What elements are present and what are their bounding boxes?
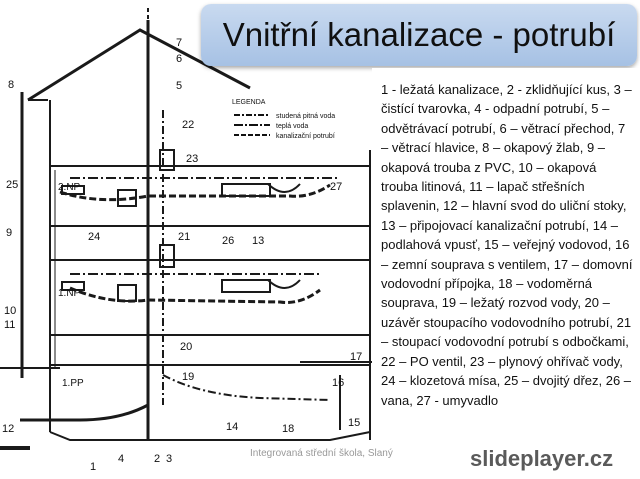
label-20: 20 <box>180 341 192 353</box>
footer-school: Integrovaná střední škola, Slaný <box>250 448 393 459</box>
label-25: 25 <box>6 179 18 191</box>
label-24: 24 <box>88 231 100 243</box>
water-main <box>162 374 331 401</box>
label-16: 16 <box>332 377 344 389</box>
bathtub-middle <box>221 279 271 293</box>
label-23: 23 <box>186 153 198 165</box>
legend-heading: LEGENDA <box>232 99 266 106</box>
label-4: 4 <box>118 453 124 465</box>
diagram-labels: 7 6 5 8 22 23 25 2.NP 27 24 21 26 13 9 1… <box>2 37 362 473</box>
label-2: 2 <box>154 453 160 465</box>
washbasin-upper <box>267 183 301 193</box>
toilet-upper <box>117 189 137 207</box>
toilet-middle <box>117 284 137 302</box>
label-3: 3 <box>166 453 172 465</box>
label-1: 1 <box>90 461 96 473</box>
description-text: 1 - ležatá kanalizace, 2 - zklidňující k… <box>381 82 633 408</box>
washbasin-middle <box>267 279 301 289</box>
label-27: 27 <box>330 181 342 193</box>
label-floor-1pp: 1.PP <box>62 378 84 389</box>
label-5: 5 <box>176 80 182 92</box>
roof-outline <box>27 28 251 102</box>
foundation <box>49 431 371 441</box>
legend-item: studená pitná voda <box>276 113 335 120</box>
legend: LEGENDA studená pitná voda teplá voda ka… <box>232 99 335 140</box>
description-panel: 1 - ležatá kanalizace, 2 - zklidňující k… <box>372 68 640 440</box>
label-26: 26 <box>222 235 234 247</box>
label-8: 8 <box>8 79 14 91</box>
drain-upper <box>59 183 331 202</box>
label-11: 11 <box>4 319 15 331</box>
main-drain <box>20 403 149 422</box>
label-12: 12 <box>2 423 14 435</box>
slide-title: Vnitřní kanalizace - potrubí <box>222 16 616 53</box>
title-banner: Vnitřní kanalizace - potrubí <box>201 4 637 66</box>
sink-middle <box>61 281 85 291</box>
label-14: 14 <box>226 421 238 433</box>
legend-item: kanalizační potrubí <box>276 133 335 140</box>
brand-watermark[interactable]: slideplayer.cz <box>470 446 614 471</box>
label-21: 21 <box>178 231 190 243</box>
label-15: 15 <box>348 417 360 429</box>
label-floor-1np: 1.NP <box>58 288 81 299</box>
label-22: 22 <box>182 119 194 131</box>
label-7: 7 <box>176 37 182 49</box>
label-13: 13 <box>252 235 264 247</box>
bathtub-upper <box>221 183 271 197</box>
heater-upper <box>159 149 175 171</box>
legend-item: teplá voda <box>276 123 308 130</box>
sink-upper <box>61 185 85 195</box>
label-9: 9 <box>6 227 12 239</box>
label-floor-2np: 2.NP <box>58 182 81 193</box>
drain-middle <box>69 286 321 304</box>
label-17: 17 <box>350 351 362 363</box>
label-18: 18 <box>282 423 294 435</box>
heater-middle <box>159 244 175 268</box>
footer-area <box>372 440 640 479</box>
label-10: 10 <box>4 305 16 317</box>
label-6: 6 <box>176 53 182 65</box>
label-19: 19 <box>182 371 194 383</box>
